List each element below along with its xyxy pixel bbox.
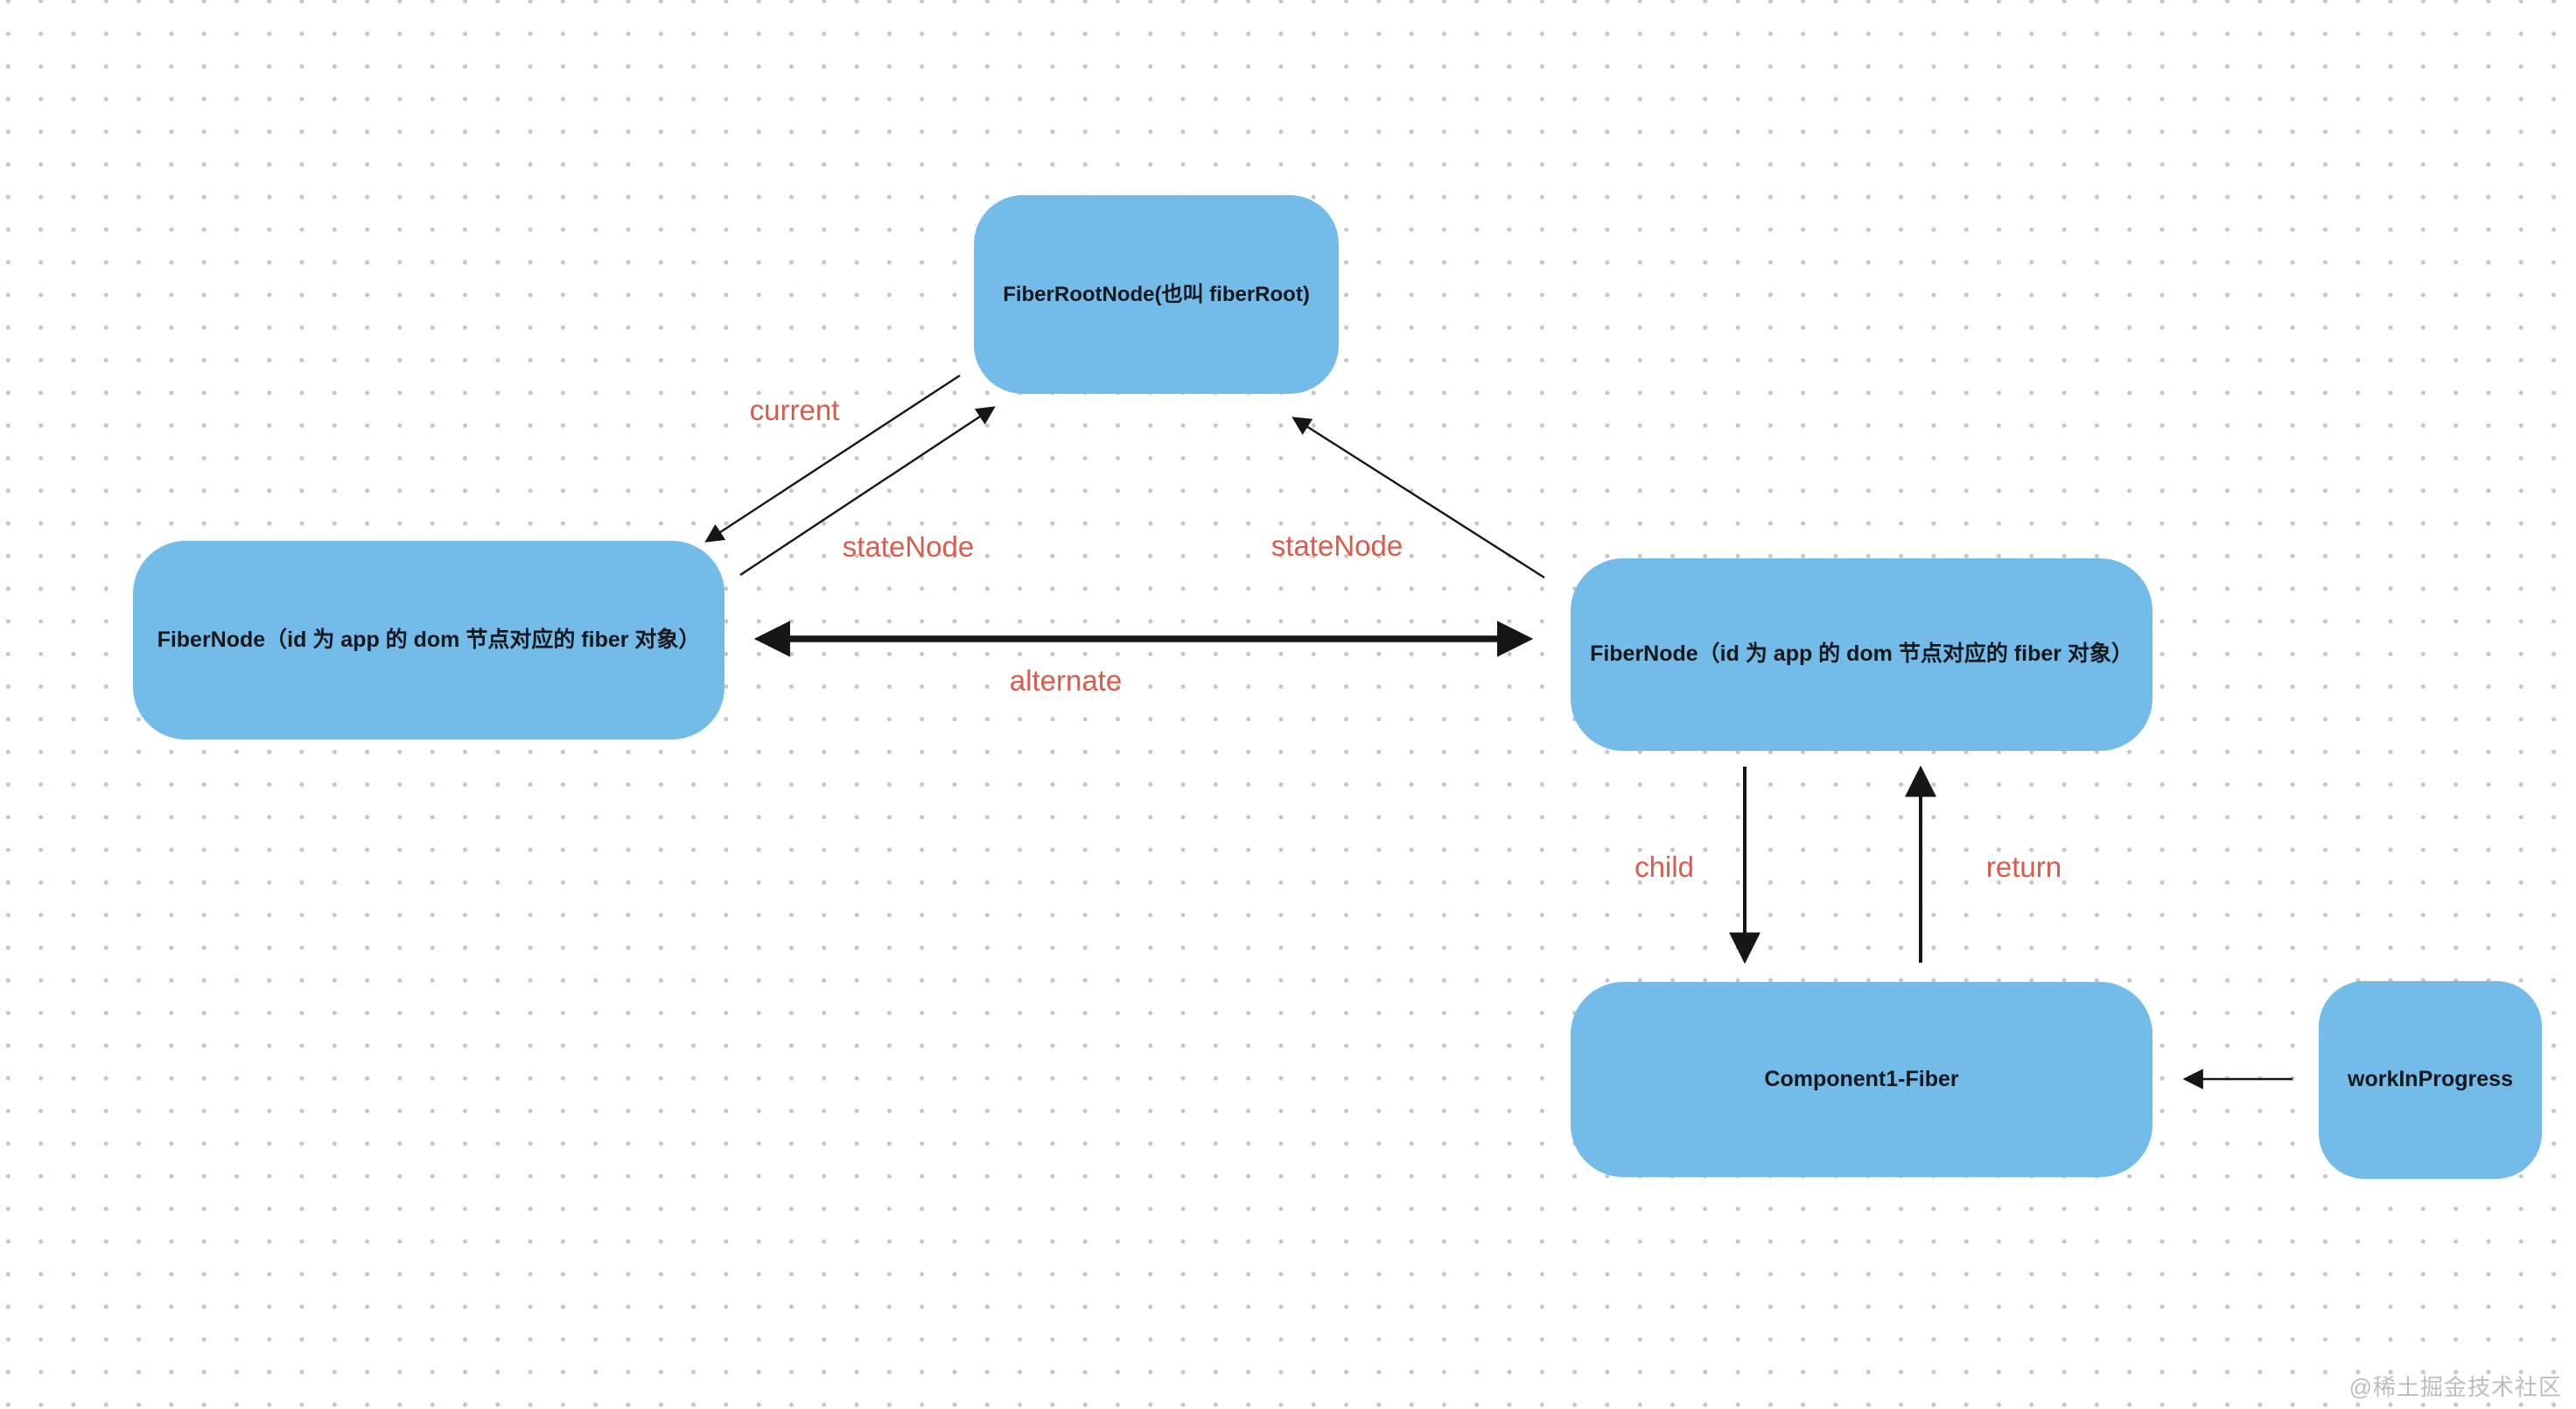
node-fiber-right: FiberNode（id 为 app 的 dom 节点对应的 fiber 对象） bbox=[1571, 558, 2152, 751]
node-label: FiberRootNode(也叫 fiberRoot) bbox=[1003, 282, 1310, 306]
edge-statenode-right-arrow bbox=[1292, 417, 1545, 579]
node-component1-fiber: Component1-Fiber bbox=[1571, 982, 2152, 1177]
edge-label-current: current bbox=[749, 394, 840, 426]
node-label: workInProgress bbox=[2348, 1067, 2513, 1092]
node-label: Component1-Fiber bbox=[1764, 1066, 1959, 1091]
node-work-in-progress: workInProgress bbox=[2319, 981, 2542, 1179]
edge-label-return: return bbox=[1985, 851, 2062, 883]
edge-label-statenode-left: stateNode bbox=[842, 530, 975, 563]
edge-label-statenode-right: stateNode bbox=[1270, 529, 1404, 562]
node-label: FiberNode（id 为 app 的 dom 节点对应的 fiber 对象） bbox=[157, 627, 701, 652]
edge-label-child: child bbox=[1634, 851, 1694, 883]
edge-label-alternate: alternate bbox=[1009, 664, 1123, 697]
node-fiber-left: FiberNode（id 为 app 的 dom 节点对应的 fiber 对象） bbox=[133, 541, 724, 740]
edge-statenode-left-arrow bbox=[739, 406, 996, 577]
node-fiber-root: FiberRootNode(也叫 fiberRoot) bbox=[974, 195, 1339, 394]
node-label: FiberNode（id 为 app 的 dom 节点对应的 fiber 对象） bbox=[1590, 641, 2133, 667]
edge-current-arrow bbox=[704, 374, 961, 543]
watermark: @稀土掘金技术社区 bbox=[2348, 1374, 2562, 1400]
